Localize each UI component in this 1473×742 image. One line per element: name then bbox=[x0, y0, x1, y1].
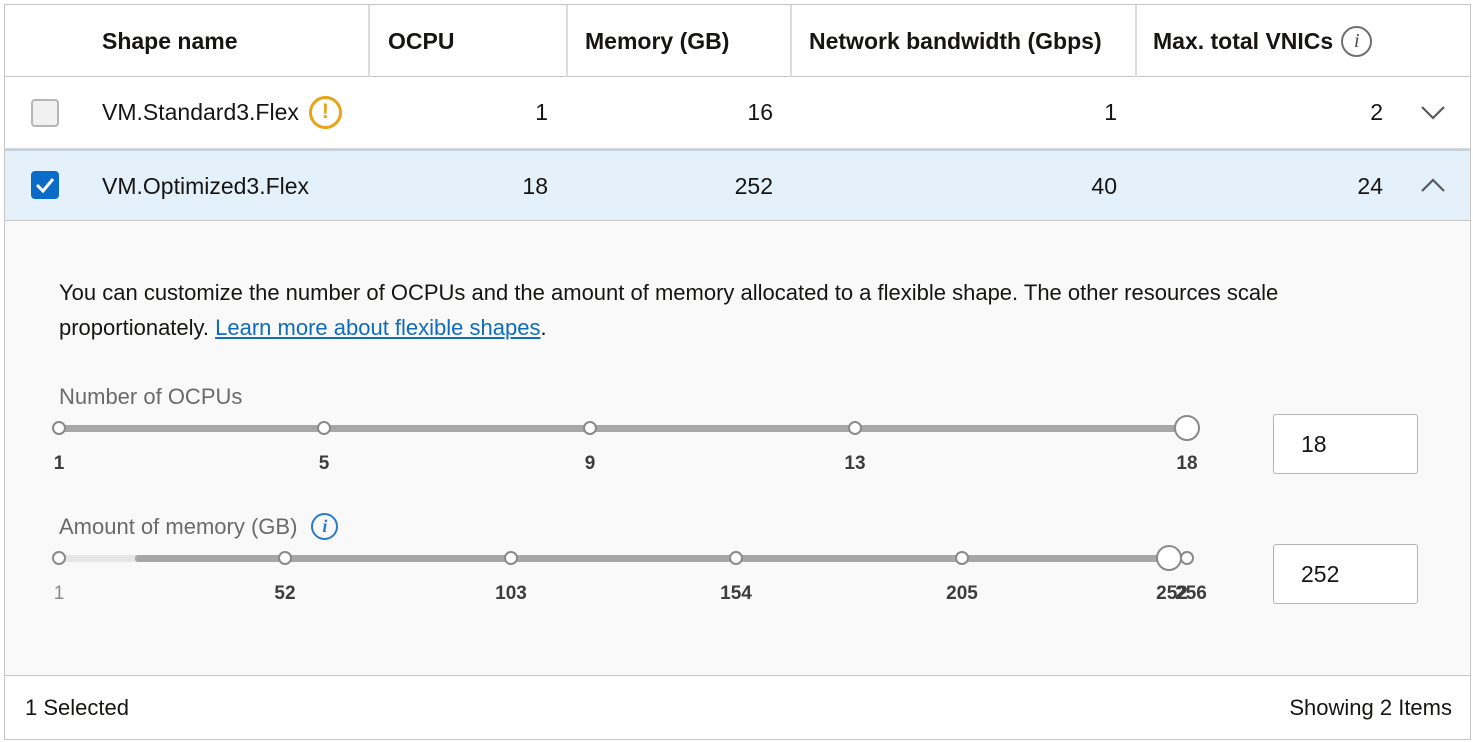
ocpu-slider-stop[interactable] bbox=[848, 421, 862, 435]
ocpu-tick-label: 18 bbox=[1176, 453, 1198, 474]
memory-slider-stop[interactable] bbox=[278, 551, 292, 565]
ocpu-tick-label: 1 bbox=[53, 453, 65, 474]
memory-slider-label: Amount of memory (GB) i bbox=[59, 513, 339, 540]
info-icon[interactable]: i bbox=[311, 513, 339, 540]
info-icon[interactable]: i bbox=[1341, 25, 1373, 57]
memory-cell: 252 bbox=[734, 172, 773, 199]
memory-cell: 16 bbox=[747, 98, 773, 125]
learn-more-link[interactable]: Learn more about flexible shapes bbox=[215, 315, 541, 340]
table-row-selected[interactable]: VM.Optimized3.Flex 18 252 40 24 bbox=[5, 149, 1470, 221]
chevron-down-icon[interactable] bbox=[1416, 95, 1450, 129]
network-cell: 1 bbox=[1104, 98, 1117, 125]
ocpu-slider-stop[interactable] bbox=[583, 421, 597, 435]
column-header-memory[interactable]: Memory (GB) bbox=[585, 27, 730, 54]
ocpu-cell: 1 bbox=[535, 98, 548, 125]
memory-input[interactable]: 252 bbox=[1273, 544, 1418, 604]
ocpu-slider-stop[interactable] bbox=[52, 421, 66, 435]
memory-tick-label: 1 bbox=[53, 583, 65, 604]
column-header-ocpu[interactable]: OCPU bbox=[388, 27, 455, 54]
column-divider[interactable] bbox=[566, 5, 568, 77]
memory-slider-stop[interactable] bbox=[504, 551, 518, 565]
column-header-vnics[interactable]: Max. total VNICs i bbox=[1153, 5, 1373, 77]
ocpu-tick-label: 9 bbox=[584, 453, 596, 474]
flex-shape-config-panel: You can customize the number of OCPUs an… bbox=[5, 221, 1470, 676]
memory-tick-label: 256 bbox=[1175, 583, 1207, 604]
ocpu-slider[interactable]: 1 5 9 13 18 bbox=[5, 411, 1473, 501]
row-checkbox[interactable] bbox=[31, 99, 59, 127]
ocpu-input[interactable]: 18 bbox=[1273, 414, 1418, 474]
column-divider[interactable] bbox=[790, 5, 792, 77]
shape-name-cell: VM.Optimized3.Flex bbox=[102, 172, 310, 199]
item-count: Showing 2 Items bbox=[1289, 695, 1452, 720]
column-header-network[interactable]: Network bandwidth (Gbps) bbox=[809, 27, 1102, 54]
ocpu-tick-label: 13 bbox=[844, 453, 866, 474]
row-checkbox-checked[interactable] bbox=[31, 171, 59, 199]
table-header: Shape name OCPU Memory (GB) Network band… bbox=[5, 5, 1470, 77]
memory-slider-stop[interactable] bbox=[52, 551, 66, 565]
network-cell: 40 bbox=[1091, 172, 1117, 199]
shapes-table: Shape name OCPU Memory (GB) Network band… bbox=[4, 4, 1471, 740]
memory-slider-track[interactable] bbox=[135, 555, 1170, 562]
table-footer: 1 Selected Showing 2 Items bbox=[5, 677, 1470, 739]
column-divider[interactable] bbox=[368, 5, 370, 77]
chevron-up-icon[interactable] bbox=[1416, 168, 1450, 202]
column-divider[interactable] bbox=[1135, 5, 1137, 77]
memory-slider-stop[interactable] bbox=[955, 551, 969, 565]
table-row[interactable]: VM.Standard3.Flex ! 1 16 1 2 bbox=[5, 77, 1470, 149]
ocpu-slider-thumb[interactable] bbox=[1174, 415, 1200, 441]
memory-tick-label: 52 bbox=[274, 583, 296, 604]
ocpu-slider-stop[interactable] bbox=[317, 421, 331, 435]
vnics-cell: 2 bbox=[1370, 98, 1383, 125]
exclamation-circle-icon[interactable]: ! bbox=[308, 95, 342, 129]
memory-slider-stop[interactable] bbox=[729, 551, 743, 565]
shape-name-cell: VM.Standard3.Flex ! bbox=[102, 77, 342, 147]
column-header-shape-name[interactable]: Shape name bbox=[102, 27, 238, 54]
memory-slider[interactable]: 1 52 103 154 205 252 256 bbox=[5, 541, 1473, 631]
memory-tick-label: 103 bbox=[495, 583, 527, 604]
ocpu-tick-label: 5 bbox=[318, 453, 330, 474]
ocpu-cell: 18 bbox=[522, 172, 548, 199]
memory-tick-label: 154 bbox=[720, 583, 752, 604]
check-icon bbox=[35, 178, 55, 194]
ocpu-slider-label: Number of OCPUs bbox=[59, 384, 243, 409]
panel-description: You can customize the number of OCPUs an… bbox=[59, 280, 1279, 340]
selected-count: 1 Selected bbox=[25, 695, 129, 720]
memory-tick-label: 252 bbox=[1156, 583, 1188, 604]
memory-slider-thumb[interactable] bbox=[1156, 545, 1182, 571]
vnics-cell: 24 bbox=[1357, 172, 1383, 199]
memory-slider-stop[interactable] bbox=[1180, 551, 1194, 565]
memory-tick-label: 205 bbox=[946, 583, 978, 604]
ocpu-slider-track[interactable] bbox=[59, 425, 1187, 432]
